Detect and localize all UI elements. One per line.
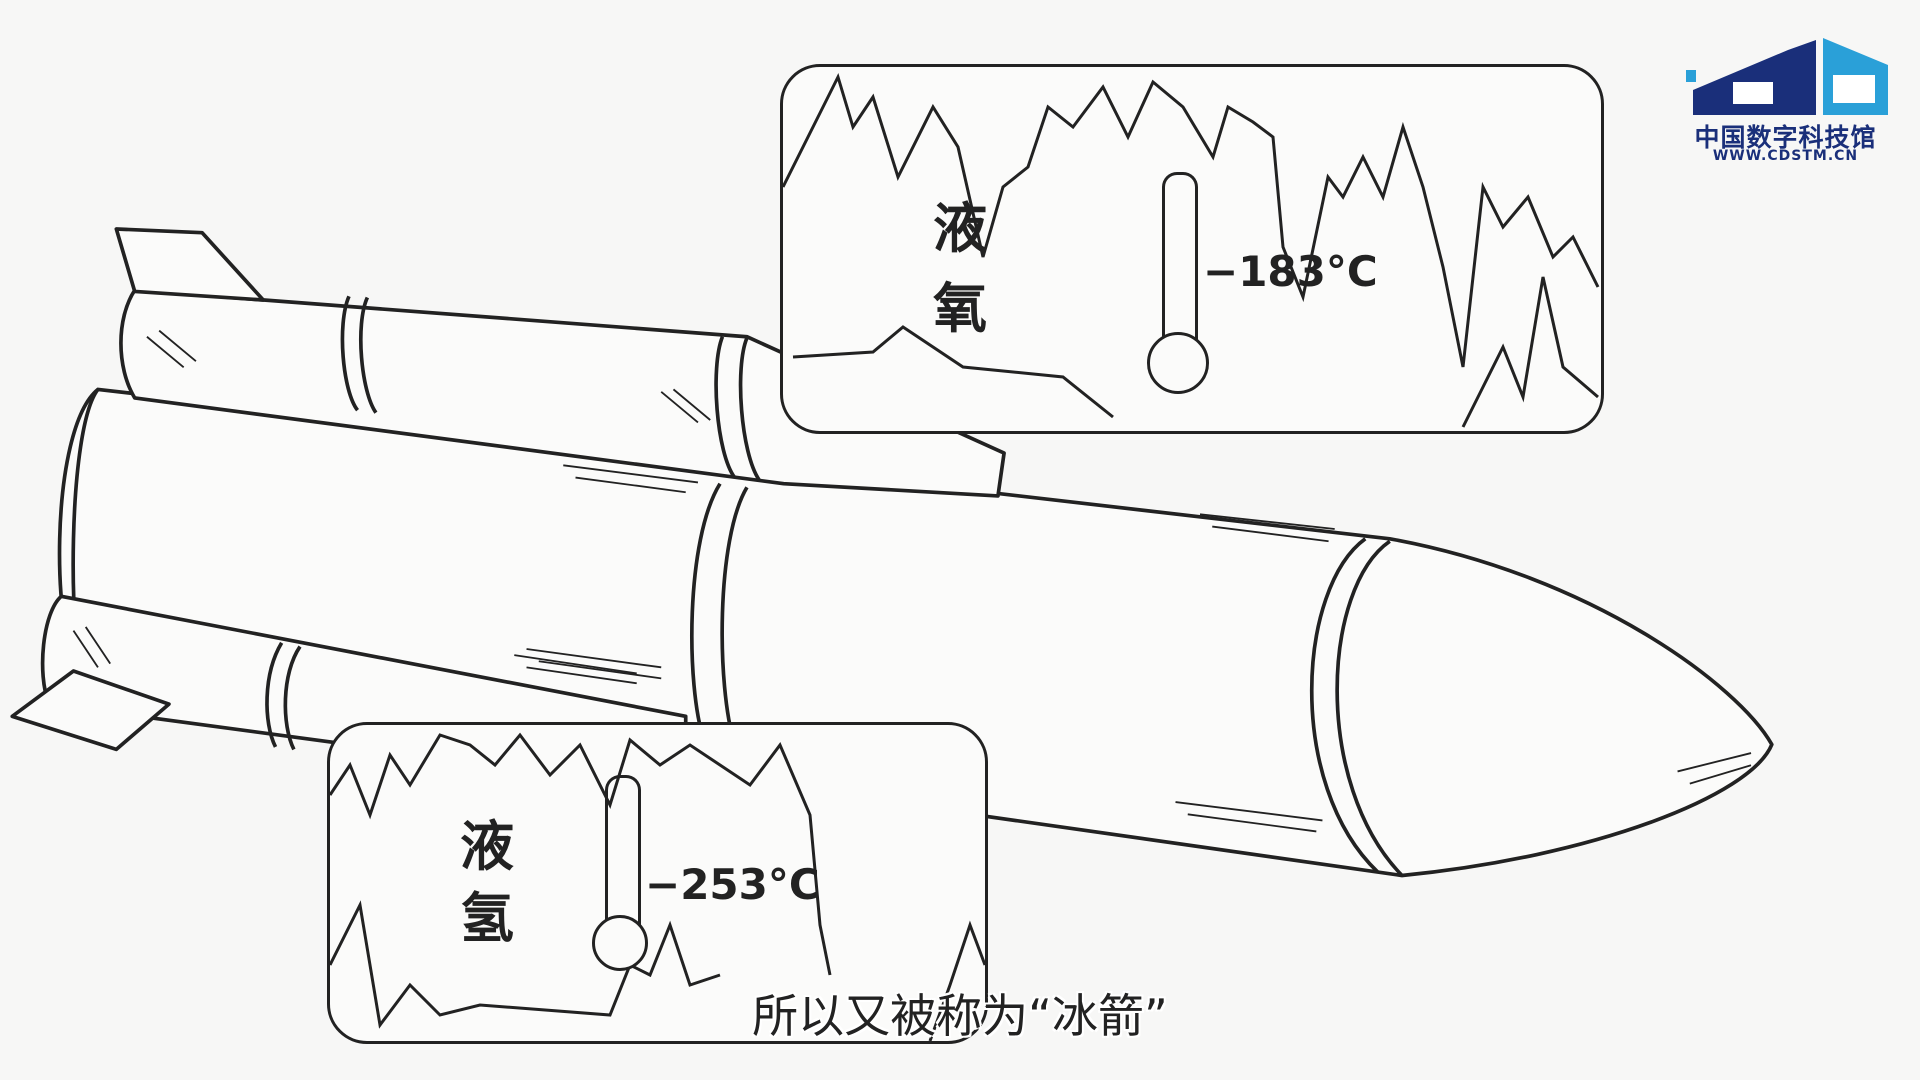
- logo-url: WWW.CDSTM.CN: [1712, 148, 1859, 164]
- liquid-oxygen-inset: 液 氧 −183°C: [780, 64, 1604, 434]
- label-hydrogen: 氢: [460, 887, 514, 950]
- upper-booster: [114, 227, 1006, 498]
- label-liquid: 液: [460, 815, 514, 878]
- hydrogen-temperature: −253°C: [645, 860, 820, 909]
- logo-name: 中国数字科技馆: [1694, 123, 1877, 152]
- oxygen-temperature: −183°C: [1203, 247, 1378, 296]
- thermometer-bulb: [592, 915, 648, 971]
- liquid-hydrogen-inset: 液 氢 −253°C: [327, 722, 988, 1044]
- subtitle: 所以又被称为“冰箭”: [752, 989, 1168, 1043]
- label-oxygen: 氧: [933, 277, 987, 340]
- thermometer-icon: [1162, 172, 1198, 355]
- frost-jagged-lines: [783, 72, 1600, 428]
- thermometer-bulb: [1147, 332, 1209, 394]
- frost-jagged-lines: [330, 732, 985, 1041]
- label-liquid: 液: [933, 197, 987, 260]
- logo-mark: [1686, 38, 1888, 115]
- cdstm-logo: 中国数字科技馆 WWW.CDSTM.CN: [1678, 30, 1893, 165]
- core-stage: [57, 387, 1774, 878]
- thermometer-icon: [605, 775, 641, 938]
